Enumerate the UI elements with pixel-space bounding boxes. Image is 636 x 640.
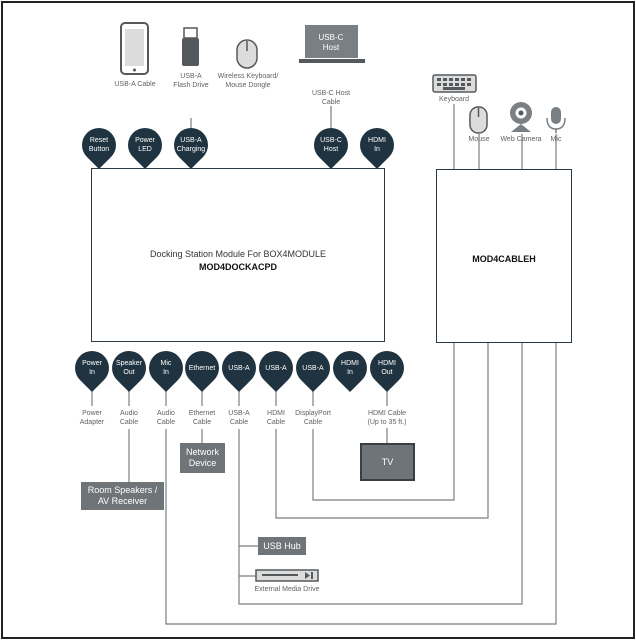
usba-3-label: USB-A [302,365,324,372]
network-device-box: Network Device [180,443,225,473]
docking-station-box: Docking Station Module For BOX4MODULE MO… [91,168,385,342]
laptop-icon [299,25,365,63]
flash-drive-caption: USB-A Flash Drive [173,73,209,89]
mic-icon [546,107,566,133]
mic-caption: Mic [550,136,562,143]
web-camera-caption: Web Camera [500,136,542,143]
laptop-screen-label: USB-C Host [318,33,344,52]
usbc-cable-caption: USB-C Host Cable [311,90,351,106]
phone-caption: USB-A Cable [114,81,156,88]
dock-model: MOD4DOCKACPD [198,262,277,272]
dongle-icon [236,39,258,69]
mouse-caption: Mouse [468,136,490,143]
external-media-drive-icon [255,569,319,582]
usb-hub-box: USB Hub [258,537,306,555]
dongle-caption: Wireless Keyboard/ Mouse Dongle [217,73,279,89]
usba-1-label: USB-A [228,365,250,372]
flash-drive-icon [182,27,199,66]
web-camera-icon [510,102,532,132]
cable-module-box: MOD4CABLEH [436,169,572,343]
usba-2-label: USB-A [265,365,287,372]
mouse-icon [469,106,488,134]
dock-title: Docking Station Module For BOX4MODULE [149,249,327,259]
phone-icon [120,22,149,75]
cable-module-model: MOD4CABLEH [472,254,536,264]
keyboard-caption: Keyboard [439,96,469,103]
tv-box: TV [360,443,415,481]
hdmi-long-cable-caption: HDMI Cable(Up to 35 ft.) [367,410,407,426]
ethernet-label: Ethernet [188,365,216,372]
keyboard-icon [432,74,477,93]
external-media-drive-caption: External Media Drive [254,586,320,593]
room-speakers-box: Room Speakers / AV Receiver [81,482,164,510]
